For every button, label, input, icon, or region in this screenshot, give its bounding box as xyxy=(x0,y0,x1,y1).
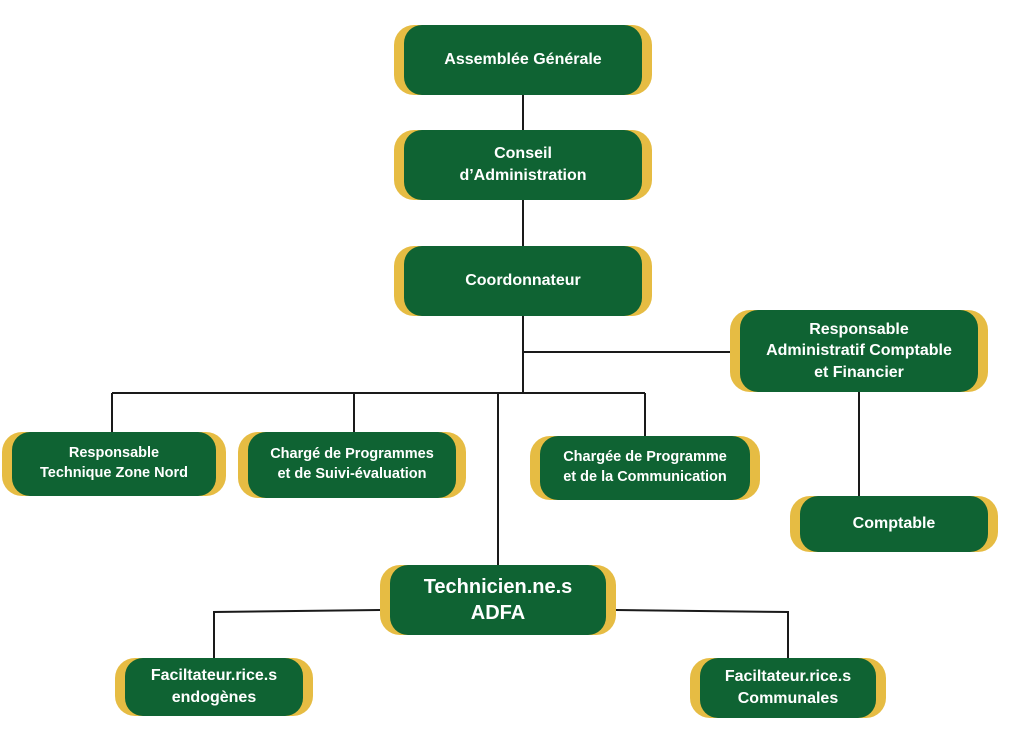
node-assemblee-generale: Assemblée Générale xyxy=(394,25,652,95)
node-label: Coordonnateur xyxy=(404,246,642,316)
node-label: Comptable xyxy=(800,496,988,552)
node-label: Conseil d’Administration xyxy=(404,130,642,200)
node-techniciens: Technicien.ne.s ADFA xyxy=(380,565,616,635)
node-conseil-administration: Conseil d’Administration xyxy=(394,130,652,200)
node-chargee-programme-communication: Chargée de Programme et de la Communicat… xyxy=(530,436,760,500)
node-label: Responsable Technique Zone Nord xyxy=(12,432,216,496)
node-label: Chargé de Programmes et de Suivi-évaluat… xyxy=(248,432,456,498)
node-label: Chargée de Programme et de la Communicat… xyxy=(540,436,750,500)
node-coordonnateur: Coordonnateur xyxy=(394,246,652,316)
node-label: Faciltateur.rice.s Communales xyxy=(700,658,876,718)
node-label: Technicien.ne.s ADFA xyxy=(390,565,606,635)
line-tech-fc xyxy=(615,609,789,658)
node-facilitateurs-communales: Faciltateur.rice.s Communales xyxy=(690,658,886,718)
line-tech-fe xyxy=(213,609,381,658)
node-label: Responsable Administratif Comptable et F… xyxy=(740,310,978,392)
node-facilitateurs-endogenes: Faciltateur.rice.s endogènes xyxy=(115,658,313,716)
node-label: Assemblée Générale xyxy=(404,25,642,95)
node-label: Faciltateur.rice.s endogènes xyxy=(125,658,303,716)
node-responsable-technique: Responsable Technique Zone Nord xyxy=(2,432,226,496)
node-charge-programmes-suivi: Chargé de Programmes et de Suivi-évaluat… xyxy=(238,432,466,498)
node-comptable: Comptable xyxy=(790,496,998,552)
node-responsable-administratif: Responsable Administratif Comptable et F… xyxy=(730,310,988,392)
